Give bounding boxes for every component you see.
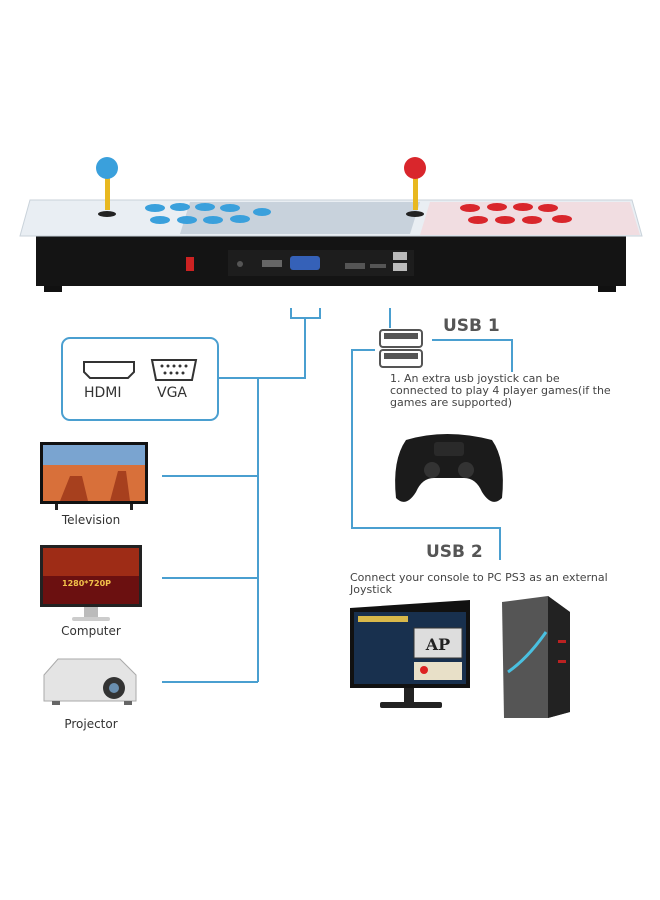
computer-screen-resolution: 1280*720P	[62, 579, 112, 588]
gamepad-image	[395, 434, 503, 502]
usb-ports-icon	[379, 329, 423, 368]
computer-label: Computer	[61, 624, 121, 638]
vga-port-icon	[150, 359, 198, 381]
usb2-title: USB 2	[426, 542, 483, 562]
projector-label: Projector	[64, 717, 118, 731]
television-image	[40, 442, 148, 510]
connector-lines	[162, 308, 513, 683]
vga-label: VGA	[157, 385, 188, 401]
hdmi-port-icon	[83, 361, 135, 379]
computer-image	[40, 545, 142, 621]
television-label: Television	[61, 513, 121, 527]
pc-monitor-image: AP	[350, 600, 470, 708]
usb1-note: 1. An extra usb joystick can be connecte…	[390, 372, 611, 409]
usb1-title: USB 1	[443, 316, 500, 336]
pc-tower-image	[502, 596, 570, 718]
usb2-note: Connect your console to PC PS3 as an ext…	[350, 571, 608, 596]
hdmi-label: HDMI	[84, 385, 122, 401]
ports-box	[61, 337, 219, 421]
ap-logo: AP	[425, 635, 450, 654]
arcade-console	[19, 157, 643, 292]
projector-image	[43, 658, 137, 705]
